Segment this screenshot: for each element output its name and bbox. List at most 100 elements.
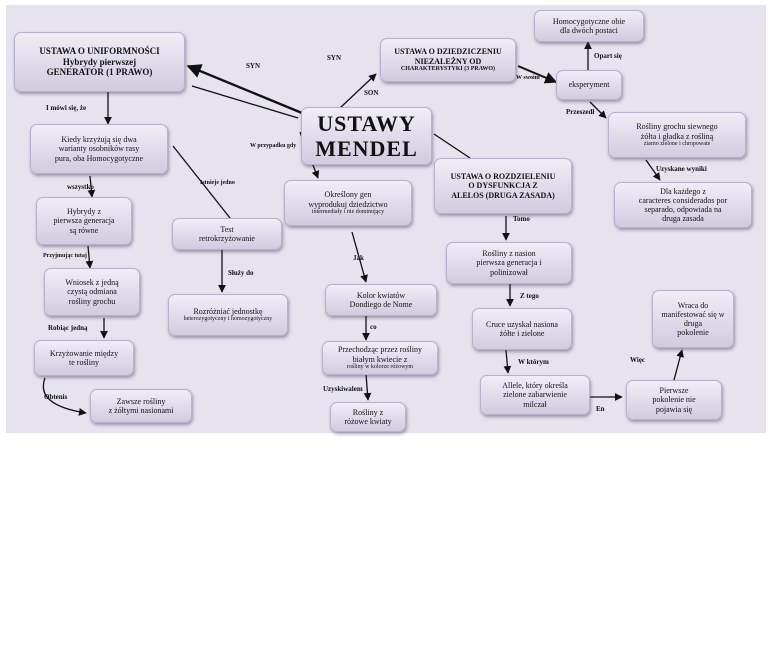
node-for-each[interactable]: Dla każdego z caracteres considerados po… [614,182,752,228]
text-l3: separado, odpowiada na [644,205,722,214]
text-l1: Cruce uzyskał nasiona [486,319,558,329]
text-l3: pura, oba Homocygotyczne [54,153,144,163]
text-l1: Hybrydy z [67,207,101,217]
text-l1: Przechodząc przez rośliny [338,345,422,355]
node-specific-gene[interactable]: Określony gen wyprodukuj dziedzictwo int… [284,180,412,226]
text-l2: pierwsza generacja [53,216,115,226]
text-l2: białym kwiecie z [352,354,408,364]
edge-crossing-white-pink [363,373,372,401]
node-crossing-white[interactable]: Przechodząc przez rośliny białym kwiecie… [322,341,438,375]
node-independent-law[interactable]: USTAWA O DZIEDZICZENIU NIEZALEŻNY OD CHA… [380,38,516,82]
node-yellow-green[interactable]: Cruce uzyskał nasiona żółte i zielone [472,308,572,350]
label-istnieje: Istnieje jedno [200,180,235,186]
text-l2: warianty osobników rasy [58,144,140,154]
label-w-ktorym: W którym [518,358,549,366]
text-l3: CHARAKTERYSTYKI (3 PRAWO) [400,65,496,72]
edge-center-independent [339,73,377,109]
center-node[interactable]: USTAWY MENDEL [301,107,432,165]
text-l3: intermediały i nie dominujący [311,208,385,215]
label-obtenis: Obtenis [44,393,68,401]
text-l1: USTAWA O ROZDZIELENIU [450,172,556,182]
text-l3: polinizował [490,267,528,277]
text-l3: druga [683,319,703,328]
node-pea-plants[interactable]: Rośliny grochu siewnego żółta i gładka z… [608,112,746,158]
edge-pea-foreach [645,159,661,181]
label-uzyskane: Uzyskane wyniki [656,165,707,173]
text-l2: O DYSFUNKCJA Z [468,181,538,191]
text-l2: Hybrydy pierwszej [62,56,137,67]
text-l2: dla dwóch postaci [560,26,618,35]
text-l3: rośliny w kolorze różowym [346,363,414,370]
node-test-backcross[interactable]: Test retrokrzyżowanie [172,218,282,250]
node-seed-plants[interactable]: Rośliny z nasion pierwsza generacja i po… [446,242,572,284]
center-title-line1: USTAWY [317,110,416,136]
node-always-yellow[interactable]: Zawsze rośliny z żółtymi nasionami [90,389,192,423]
text-l1: Allele, który określa [502,381,568,391]
text-l2: zielone zabarwienie [503,390,567,400]
label-przyjmujac: Przyjmując tutaj [43,253,87,259]
label-syn-left: SYN [246,62,261,70]
text-l3: rośliny grochu [68,296,116,306]
label-robiac: Robiąc jedną [48,324,88,332]
text-l1: Określony gen [324,190,372,200]
node-crossing-plants[interactable]: Krzyżowanie między te rośliny [34,340,134,376]
node-experiment[interactable]: eksperyment [556,70,622,100]
text-l3: pojawia się [655,404,693,414]
node-distinguish[interactable]: Rozróżniać jednostkę heterozygotyczny i … [168,294,288,336]
label-co: co [370,323,377,331]
node-first-gen-absent[interactable]: Pierwsze pokolenie nie pojawia się [626,380,722,420]
edge-gene-flower [351,231,368,283]
edge-crossing-test [172,145,231,219]
node-hybrids-first-gen[interactable]: Hybrydy z pierwsza generacja są równe [36,197,132,245]
node-crossing-two-variants[interactable]: Kiedy krzyżują się dwa warianty osobnikó… [30,124,168,174]
text-l2: caracteres considerados por [638,195,728,205]
label-uzyskiwalem: Uzyskiwalem [323,385,363,393]
node-segregation-law[interactable]: USTAWA O ROZDZIELENIU O DYSFUNKCJA Z ALE… [434,158,572,214]
text-l2: retrokrzyżowanie [199,234,255,243]
node-uniformity-law[interactable]: USTAWA O UNIFORMNOŚCI Hybrydy pierwszej … [14,32,185,92]
text-l1: Rośliny grochu siewnego [636,122,718,132]
node-homozygous-both[interactable]: Homocygotyczne obie dla dwóch postaci [534,10,644,42]
edge-firstgen-returned [673,349,684,381]
edge-crossing-hybrids [87,175,96,198]
text-l1: Rośliny z [352,407,384,417]
text-l2: te rośliny [69,358,99,367]
center-title-line2: MENDEL [315,136,418,161]
node-returns-second-gen[interactable]: Wraca do manifestować się w druga pokole… [652,290,734,348]
text-l2: pokolenie nie [652,395,696,405]
label-syn-right: SYN [327,54,342,62]
edge-crossing-plants-always [42,377,87,416]
text-l3: są równe [69,225,99,235]
label-wiec: Więc [630,356,646,364]
text-l3: ALELOS (DRUGA ZASADA) [451,190,555,200]
text-l1: Homocygotyczne obie [552,16,626,26]
text-l1: Pierwsze [659,386,689,396]
text-l1: USTAWA O DZIEDZICZENIU [394,47,502,57]
text-l1: Test [220,224,234,234]
edge-center-uniformity [186,64,303,115]
node-flower-color[interactable]: Kolor kwiatów Dondiego de Nome [325,284,437,316]
text-l2: NIEZALEŻNY OD [414,56,482,66]
text-l1: Zawsze rośliny [116,396,166,406]
text-l2: pierwsza generacja i [476,258,542,268]
edge-independent-experiment [517,65,558,84]
label-en: En [596,405,605,413]
text-l2: czystą odmiana [67,287,117,297]
text-l1: eksperyment [568,80,610,90]
label-przeszedl: Przeszedł [566,108,595,116]
label-w-swoim: W swoim [516,75,540,81]
text-l2: żółta i gładka z rośliną [640,131,714,141]
text-l3: milczał [523,399,547,409]
text-l1: Rośliny z nasion [482,249,536,259]
text-l2: żółte i zielone [499,329,545,338]
text-l1: Dla każdego z [660,186,706,196]
label-z-tego: Z tego [520,292,539,300]
label-jak: Jak [353,254,364,262]
label-son: SON [364,89,379,97]
edge-yellow-allele [503,349,512,374]
node-pink-plants[interactable]: Rośliny z różowe kwiaty [330,402,406,432]
node-conclusion[interactable]: Wniosek z jedną czystą odmiana rośliny g… [44,268,140,316]
label-wszystko: wszystko [67,183,94,191]
label-i-mowi: I mówi się, że [46,104,87,112]
node-allele[interactable]: Allele, który określa zielone zabarwieni… [480,375,590,415]
